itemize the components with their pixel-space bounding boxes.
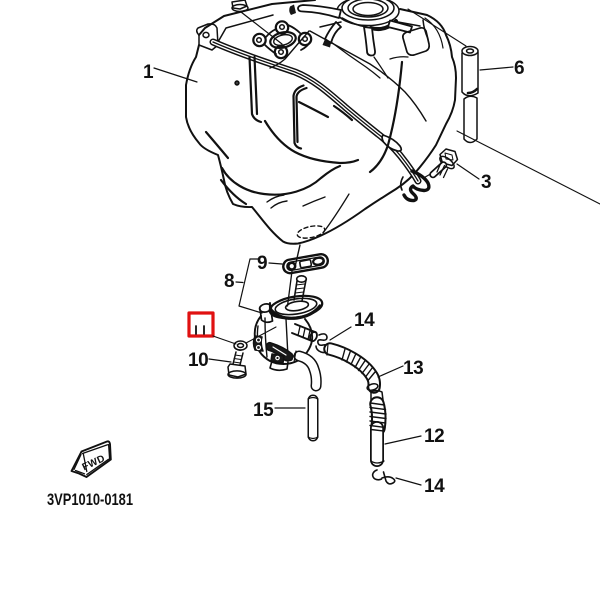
svg-text:3VP1010-0181: 3VP1010-0181: [47, 490, 133, 509]
svg-text:8: 8: [224, 271, 234, 292]
svg-text:12: 12: [424, 426, 444, 447]
svg-text:3: 3: [481, 172, 491, 193]
svg-text:10: 10: [188, 350, 208, 371]
svg-text:6: 6: [514, 58, 524, 79]
svg-text:15: 15: [253, 400, 274, 421]
svg-text:9: 9: [257, 253, 267, 274]
svg-text:13: 13: [403, 358, 423, 379]
svg-text:14: 14: [424, 476, 445, 497]
svg-text:1: 1: [143, 62, 154, 83]
svg-text:14: 14: [354, 310, 375, 331]
